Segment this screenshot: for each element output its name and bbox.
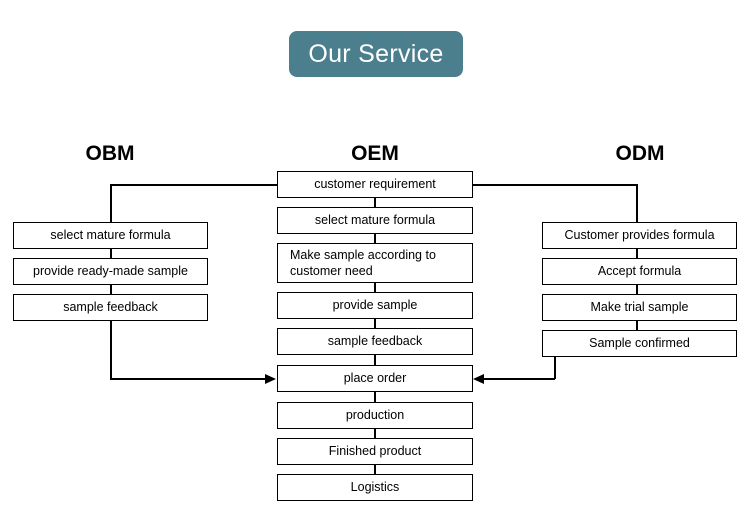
oem-connector-4-5 — [374, 319, 376, 328]
oem-connector-7-8 — [374, 429, 376, 438]
obm-connector-2-3 — [110, 285, 112, 294]
oem-connector-6-7 — [374, 392, 376, 402]
odm-box-2[interactable]: Accept formula — [542, 258, 737, 285]
oem-box-2[interactable]: select mature formula — [277, 207, 473, 234]
odm-box-3-label: Make trial sample — [590, 300, 689, 315]
obm-box-3[interactable]: sample feedback — [13, 294, 208, 321]
oem-box-5-label: sample feedback — [327, 334, 423, 349]
oem-box-8[interactable]: Finished product — [277, 438, 473, 465]
oem-connector-1-2 — [374, 198, 376, 207]
oem-box-4-label: provide sample — [332, 298, 418, 313]
oem-box-8-label: Finished product — [328, 444, 422, 459]
oem-box-2-label: select mature formula — [314, 213, 436, 228]
oem-box-4[interactable]: provide sample — [277, 292, 473, 319]
obm-connector-arrow-line-to-place-order — [110, 378, 266, 380]
obm-arrowhead-into-place-order — [265, 373, 276, 384]
obm-connector-1-2 — [110, 249, 112, 258]
odm-connector-3-4 — [636, 321, 638, 330]
oem-box-3[interactable]: Make sample according to customer need — [277, 243, 473, 283]
odm-box-2-label: Accept formula — [597, 264, 682, 279]
page-title: Our Service — [308, 39, 444, 68]
odm-connector-2-3 — [636, 285, 638, 294]
obm-box-1-label: select mature formula — [50, 228, 171, 243]
odm-box-1[interactable]: Customer provides formula — [542, 222, 737, 249]
oem-box-7-label: production — [345, 408, 405, 423]
oem-box-9-label: Logistics — [350, 480, 400, 495]
odm-box-1-label: Customer provides formula — [564, 228, 715, 243]
odm-box-4[interactable]: Sample confirmed — [542, 330, 737, 357]
oem-box-7[interactable]: production — [277, 402, 473, 429]
oem-connector-3-4 — [374, 283, 376, 292]
connector-left-down-to-first-box — [110, 184, 112, 222]
oem-connector-8-9 — [374, 465, 376, 474]
obm-box-3-label: sample feedback — [63, 300, 158, 315]
obm-connector-down-to-place-order — [110, 321, 112, 379]
connector-top-left-horizontal — [110, 184, 277, 186]
odm-box-4-label: Sample confirmed — [589, 336, 690, 351]
column-heading-obm: OBM — [85, 142, 135, 165]
odm-connector-down-to-place-order — [554, 357, 556, 379]
column-heading-odm: ODM — [615, 142, 665, 165]
obm-box-2-label: provide ready-made sample — [33, 264, 188, 279]
oem-box-6-place-order[interactable]: place order — [277, 365, 473, 392]
oem-box-9[interactable]: Logistics — [277, 474, 473, 501]
oem-connector-5-6 — [374, 355, 376, 365]
odm-connector-1-2 — [636, 249, 638, 258]
page-title-banner: Our Service — [289, 31, 463, 77]
connector-right-down-to-first-box — [636, 184, 638, 222]
oem-box-5[interactable]: sample feedback — [277, 328, 473, 355]
oem-box-1[interactable]: customer requirement — [277, 171, 473, 198]
odm-connector-arrow-line-to-place-order — [484, 378, 555, 380]
column-heading-oem: OEM — [351, 142, 399, 165]
connector-top-right-horizontal — [473, 184, 636, 186]
odm-arrowhead-into-place-order — [473, 373, 484, 384]
obm-box-1[interactable]: select mature formula — [13, 222, 208, 249]
obm-box-2[interactable]: provide ready-made sample — [13, 258, 208, 285]
oem-box-1-label: customer requirement — [314, 177, 436, 192]
oem-connector-2-3 — [374, 234, 376, 243]
odm-box-3[interactable]: Make trial sample — [542, 294, 737, 321]
oem-box-3-label: Make sample according to customer need — [290, 247, 436, 278]
oem-box-6-label: place order — [343, 371, 407, 386]
